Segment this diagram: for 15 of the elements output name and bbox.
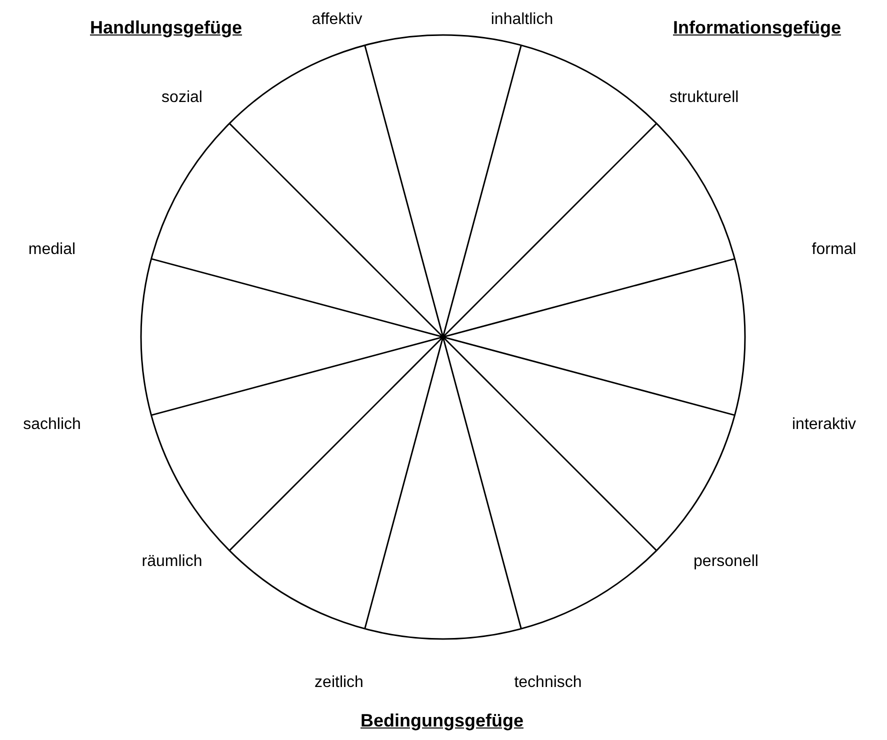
- heading: Handlungsgefüge: [90, 18, 242, 38]
- sector-label: strukturell: [669, 89, 739, 107]
- heading: Informationsgefüge: [673, 18, 841, 38]
- sector-label: affektiv: [312, 11, 362, 29]
- sector-label: zeitlich: [314, 674, 364, 692]
- sector-label: personell: [694, 553, 758, 571]
- heading: Bedingungsgefüge: [360, 710, 524, 732]
- sector-label: formal: [812, 241, 856, 259]
- sector-label: räumlich: [142, 553, 202, 571]
- sector-label: inhaltlich: [490, 11, 554, 29]
- sector-label: sozial: [162, 89, 202, 107]
- sector-label: interaktiv: [792, 416, 856, 434]
- sector-label: sachlich: [23, 416, 81, 434]
- sector-label: technisch: [514, 674, 582, 692]
- sector-label: medial: [28, 241, 76, 259]
